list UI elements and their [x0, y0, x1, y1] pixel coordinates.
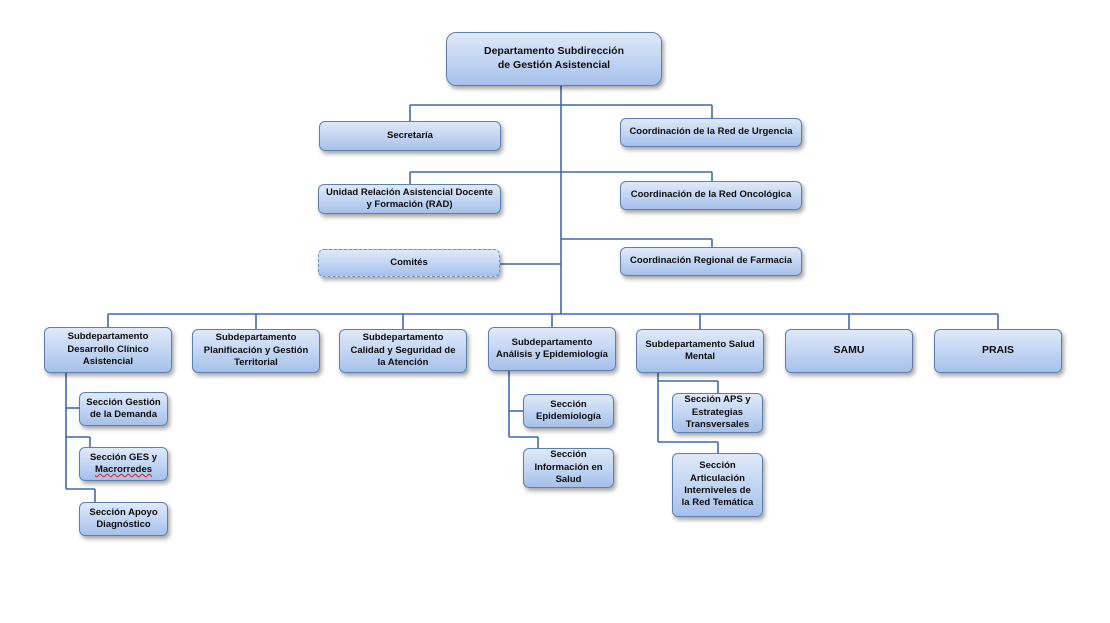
ges-l1: Sección GES y [89, 451, 158, 463]
analisis-l2: Análisis y Epidemiología [496, 349, 608, 360]
planificacion-l1: Subdepartamento [215, 332, 297, 344]
planificacion-l3: Territorial [234, 357, 278, 369]
root-line-1: Departamento Subdirección [483, 45, 625, 58]
salud-mental-l2: Mental [684, 351, 716, 362]
informacion-l3: Salud [555, 474, 582, 486]
gestion-demanda-l1: Sección Gestión [86, 396, 161, 408]
root-line-2: de Gestión Asistencial [497, 59, 611, 71]
calidad-l1: Subdepartamento [362, 332, 444, 344]
desarrollo-l1: Subdepartamento [67, 331, 149, 343]
aps-l3: Transversales [685, 419, 750, 431]
box-coordinacion-oncologica[interactable]: Coordinación de la Red Oncológica [620, 181, 802, 210]
farmacia-label: Coordinación Regional de Farmacia [629, 255, 793, 267]
box-secretaria[interactable]: Secretaría [319, 121, 501, 151]
comites-label: Comités [390, 256, 428, 268]
desarrollo-l2: Desarrollo Clínico [67, 343, 149, 355]
rad-line-1: Unidad Relación Asistencial Docente [326, 186, 493, 198]
informacion-l1: Sección [550, 449, 587, 461]
calidad-l3: la Atención [377, 357, 429, 369]
calidad-l2: Calidad y Seguridad de [350, 344, 456, 356]
salud-mental-l1: Subdepartamento Salud [645, 338, 755, 350]
apoyo-l1: Sección Apoyo [89, 506, 158, 518]
urgencia-label: Coordinación de la Red de Urgencia [629, 126, 793, 138]
samu-label: SAMU [833, 344, 865, 357]
apoyo-l2: Diagnóstico [96, 519, 151, 530]
articulacion-l1: Sección [699, 460, 736, 472]
planificacion-l2: Planificación y Gestión [203, 344, 309, 356]
ges-l2: Macrorredes [94, 464, 153, 475]
box-coordinacion-farmacia[interactable]: Coordinación Regional de Farmacia [620, 247, 802, 276]
articulacion-l4: la Red Temática [681, 497, 754, 509]
informacion-l2: Información en [534, 461, 603, 473]
box-samu[interactable]: SAMU [785, 329, 913, 373]
secretaria-label: Secretaría [387, 129, 433, 141]
analisis-l1: Subdepartamento [511, 336, 593, 348]
desarrollo-l3: Asistencial [82, 356, 134, 368]
epidemiologia-l2: Epidemiología [536, 411, 601, 422]
box-comites[interactable]: Comités [318, 249, 500, 277]
box-prais[interactable]: PRAIS [934, 329, 1062, 373]
articulacion-l3: Interniveles de [684, 485, 751, 496]
aps-l1: Sección APS y [684, 394, 751, 406]
aps-l2: Estrategias [691, 406, 744, 418]
box-coordinacion-urgencia[interactable]: Coordinación de la Red de Urgencia [620, 118, 802, 147]
gestion-demanda-l2: de la Demanda [89, 409, 158, 420]
oncologica-label: Coordinación de la Red Oncológica [630, 189, 792, 201]
prais-label: PRAIS [981, 344, 1015, 357]
rad-line-2: y Formación (RAD) [366, 199, 453, 210]
articulacion-l2: Articulación [690, 472, 745, 484]
epidemiologia-l1: Sección [550, 398, 587, 410]
